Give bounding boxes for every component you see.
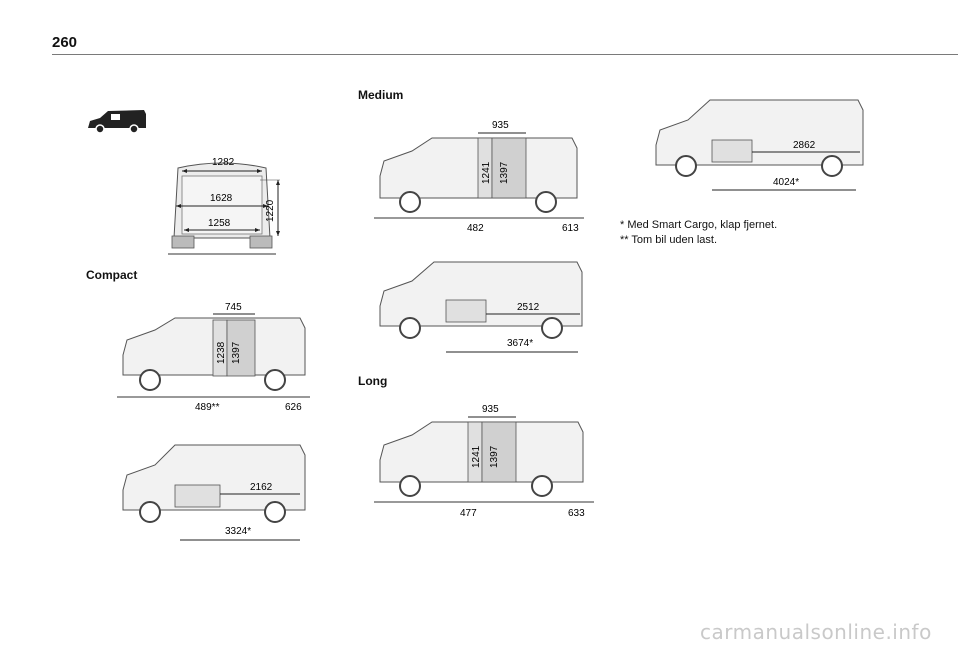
compact-total-height: 1397 xyxy=(231,341,242,364)
long-inner-height: 1241 xyxy=(471,445,482,468)
rear-top-width: 1282 xyxy=(212,157,235,168)
long-total-height: 1397 xyxy=(489,445,500,468)
medium-cargo-length: 2512 xyxy=(517,302,540,313)
section-long-label: Long xyxy=(358,374,388,388)
page-number: 260 xyxy=(52,34,78,51)
compact-inner-height: 1238 xyxy=(216,341,227,364)
rear-height: 1220 xyxy=(265,199,276,222)
compact-cargo-length: 2162 xyxy=(250,482,273,493)
long-floor-height: 633 xyxy=(568,508,585,519)
long-cargo-length: 2862 xyxy=(793,140,816,151)
medium-floor-height: 613 xyxy=(562,223,579,234)
long-side-diagram: 935 1241 1397 477 633 xyxy=(374,404,594,519)
medium-front-offset: 482 xyxy=(467,223,484,234)
compact-cargo-diagram: 2162 3324* xyxy=(122,444,306,541)
rear-inner-width: 1628 xyxy=(210,193,233,204)
rear-view-diagram: 1282 1628 1258 1220 xyxy=(168,157,280,255)
medium-partition-width: 935 xyxy=(492,120,509,131)
long-cargo-diagram: 2862 4024* xyxy=(655,99,864,191)
compact-front-offset: 489** xyxy=(195,402,220,413)
medium-inner-height: 1241 xyxy=(481,161,492,184)
compact-partition-width: 745 xyxy=(225,302,242,313)
footnote-empty-vehicle: ** Tom bil uden last. xyxy=(620,234,718,246)
section-medium-label: Medium xyxy=(358,88,404,102)
header-rule xyxy=(52,54,958,55)
rear-floor-width: 1258 xyxy=(208,218,231,229)
compact-smart-cargo-length: 3324* xyxy=(225,526,251,537)
long-front-offset: 477 xyxy=(460,508,477,519)
footnote-smart-cargo: * Med Smart Cargo, klap fjernet. xyxy=(620,219,778,231)
compact-floor-height: 626 xyxy=(285,402,302,413)
medium-cargo-diagram: 2512 3674* xyxy=(379,261,583,353)
van-silhouette-icon xyxy=(88,110,146,134)
medium-smart-cargo-length: 3674* xyxy=(507,338,533,349)
section-compact-label: Compact xyxy=(86,268,138,282)
medium-side-diagram: 935 1241 1397 482 613 xyxy=(374,120,584,234)
medium-total-height: 1397 xyxy=(499,161,510,184)
long-smart-cargo-length: 4024* xyxy=(773,177,799,188)
watermark: carmanualsonline.info xyxy=(700,620,932,644)
footnotes: * Med Smart Cargo, klap fjernet. ** Tom … xyxy=(620,218,777,248)
compact-side-diagram: 745 1238 1397 489** 626 xyxy=(117,302,310,413)
long-partition-width: 935 xyxy=(482,404,499,415)
